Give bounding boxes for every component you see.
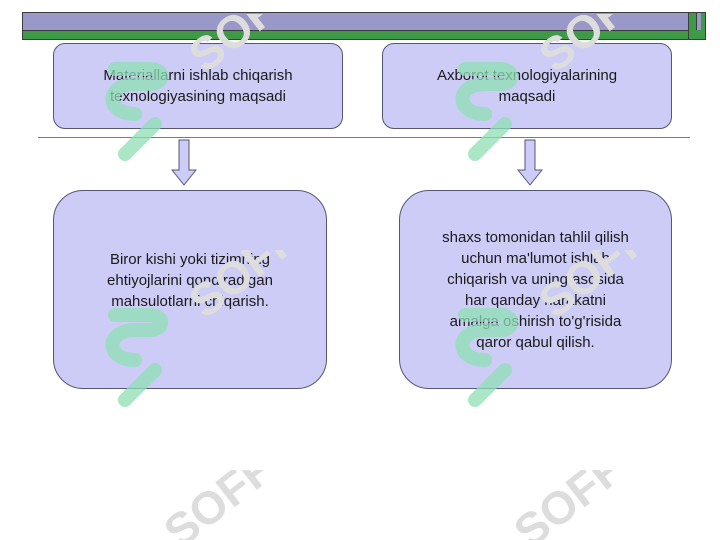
down-arrow-icon-right	[517, 139, 543, 186]
watermark-text: SOFF	[160, 470, 283, 540]
goal-box-it-text: Axborot texnologiyalarining maqsadi	[436, 67, 618, 105]
goal-box-it: Axborot texnologiyalarining maqsadi	[382, 43, 672, 129]
watermark-text: SOFF	[510, 470, 633, 540]
header-green-band	[23, 31, 705, 39]
header-end-cap-inner	[696, 13, 701, 30]
result-box-it: shaxs tomonidan tahlil qilish uchun ma'l…	[399, 190, 672, 389]
header-purple-band	[23, 13, 705, 31]
result-box-manufacturing: Biror kishi yoki tizimning ehtiyojlarini…	[53, 190, 327, 389]
soff-watermark-logo: SOFF	[160, 470, 283, 540]
goal-box-manufacturing-text: Materiallarni ishlab chiqarish texnologi…	[103, 67, 293, 105]
result-box-manufacturing-text: Biror kishi yoki tizimning ehtiyojlarini…	[107, 251, 273, 310]
down-arrow-icon-left	[171, 139, 197, 186]
divider-line	[38, 137, 690, 138]
header-banner	[22, 12, 706, 40]
result-box-it-text: shaxs tomonidan tahlil qilish uchun ma'l…	[442, 228, 629, 351]
goal-box-manufacturing: Materiallarni ishlab chiqarish texnologi…	[53, 43, 343, 129]
soff-watermark-logo: SOFF	[510, 470, 633, 540]
header-end-cap	[688, 13, 705, 39]
